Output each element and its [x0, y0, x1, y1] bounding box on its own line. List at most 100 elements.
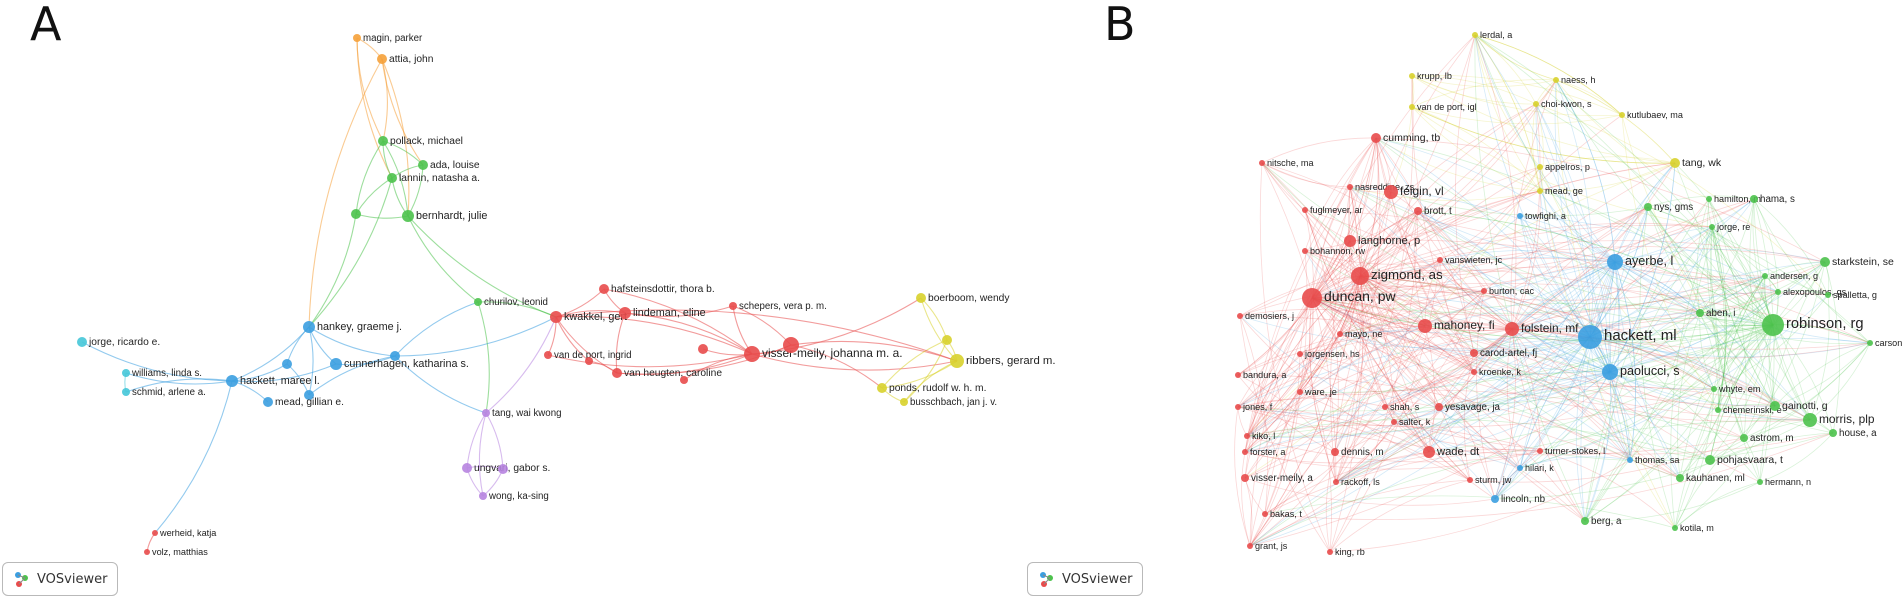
network-edge [1614, 261, 1701, 314]
network-edge [1334, 215, 1521, 453]
node-label: turner-stokes, l [1545, 446, 1605, 456]
network-node [1297, 389, 1303, 395]
node-label: werheid, katja [159, 528, 217, 538]
network-edge [1335, 186, 1362, 483]
network-edge [1494, 450, 1541, 500]
network-edge [1708, 198, 1776, 407]
network-edge [1539, 166, 1719, 411]
network-edge [1474, 34, 1557, 81]
network-edge [1584, 481, 1761, 522]
network-node [1762, 314, 1784, 336]
network-edge [1647, 206, 1871, 344]
network-edge [1261, 162, 1471, 481]
network-edge [1393, 336, 1591, 423]
network-edge [1474, 34, 1715, 390]
network-edge [1239, 315, 1521, 469]
network-edge [1246, 424, 1541, 452]
network-edge [1311, 294, 1591, 338]
network-edge [1473, 351, 1611, 373]
network-edge [1614, 261, 1766, 280]
network-edge [1609, 312, 1701, 373]
network-edge [1494, 371, 1611, 500]
network-edge [1237, 261, 1616, 408]
network-edge [1674, 162, 1774, 326]
network-edge [1244, 325, 1426, 453]
network-node [942, 335, 952, 345]
network-edge [1249, 336, 1591, 547]
network-edge [1299, 353, 1521, 469]
network-edge [1519, 456, 1631, 469]
network-node [900, 398, 908, 406]
network-edge [1384, 406, 1586, 522]
network-edge [1311, 190, 1541, 299]
network-edge [1311, 103, 1537, 299]
node-label: aben, i [1706, 308, 1735, 319]
network-node [378, 136, 388, 146]
network-edge [1589, 312, 1701, 338]
network-edge [1699, 312, 1715, 390]
network-node [1302, 248, 1308, 254]
network-edge [1753, 198, 1779, 293]
network-edge [1438, 324, 1774, 408]
network-edge [1249, 162, 1676, 547]
network-edge [1609, 291, 1779, 373]
network-edge [1261, 162, 1441, 261]
network-edge [1237, 374, 1336, 453]
network-edge [1609, 338, 1871, 373]
network-node [387, 173, 397, 183]
network-edge [1359, 275, 1811, 421]
network-edge [382, 140, 409, 217]
network-edge [1246, 328, 1513, 437]
network-edge [1696, 198, 1710, 314]
network-edge [1555, 79, 1623, 116]
node-label: bohannon, rw [1310, 246, 1366, 256]
network-edge [1706, 198, 1745, 439]
network-edge [1584, 198, 1710, 522]
node-label: paolucci, s [1620, 364, 1680, 378]
network-edge [1511, 328, 1541, 452]
vosviewer-logo-icon [1040, 572, 1053, 587]
network-edge [1743, 437, 1761, 483]
network-edge [1237, 389, 1745, 439]
network-edge [1439, 259, 1591, 338]
network-edge [1304, 250, 1521, 469]
network-edge [1311, 297, 1475, 354]
network-edge [1679, 275, 1766, 479]
network-edge [1304, 250, 1475, 373]
network-edge [1713, 275, 1766, 390]
network-node [1259, 160, 1265, 166]
network-edge [1299, 275, 1361, 393]
network-edge [381, 58, 388, 142]
network-edge [1246, 275, 1361, 437]
network-edge [1339, 261, 1616, 335]
network-edge [1411, 74, 1623, 116]
network-edge [1249, 275, 1361, 547]
network-edge [1774, 342, 1871, 407]
network-edge [1390, 191, 1475, 373]
node-label: lincoln, nb [1501, 494, 1546, 505]
network-node [1414, 207, 1422, 215]
node-label: mahoney, fi [1434, 318, 1495, 332]
network-node [1825, 292, 1831, 298]
network-edge [1359, 275, 1440, 408]
network-edge [1709, 324, 1774, 461]
network-edge [1239, 315, 1745, 439]
network-edge [1674, 261, 1826, 529]
network-edge [1474, 34, 1616, 263]
network-edge [1519, 336, 1591, 469]
network-edge [1246, 210, 1419, 437]
network-edge [1647, 206, 1745, 439]
node-label: tang, wai kwong [492, 408, 561, 419]
network-edge [1609, 371, 1681, 479]
network-edge [555, 315, 753, 355]
node-label: busschbach, jan j. v. [910, 397, 997, 408]
network-edge [1311, 297, 1475, 373]
node-label: ware, je [1304, 387, 1337, 397]
network-edge [1375, 137, 1475, 373]
network-node [77, 337, 87, 347]
network-edge [1539, 190, 1591, 338]
network-edge [1535, 103, 1829, 296]
network-edge [1535, 103, 1774, 326]
node-label: lannin, natasha a. [399, 173, 480, 184]
network-edge [903, 339, 948, 403]
